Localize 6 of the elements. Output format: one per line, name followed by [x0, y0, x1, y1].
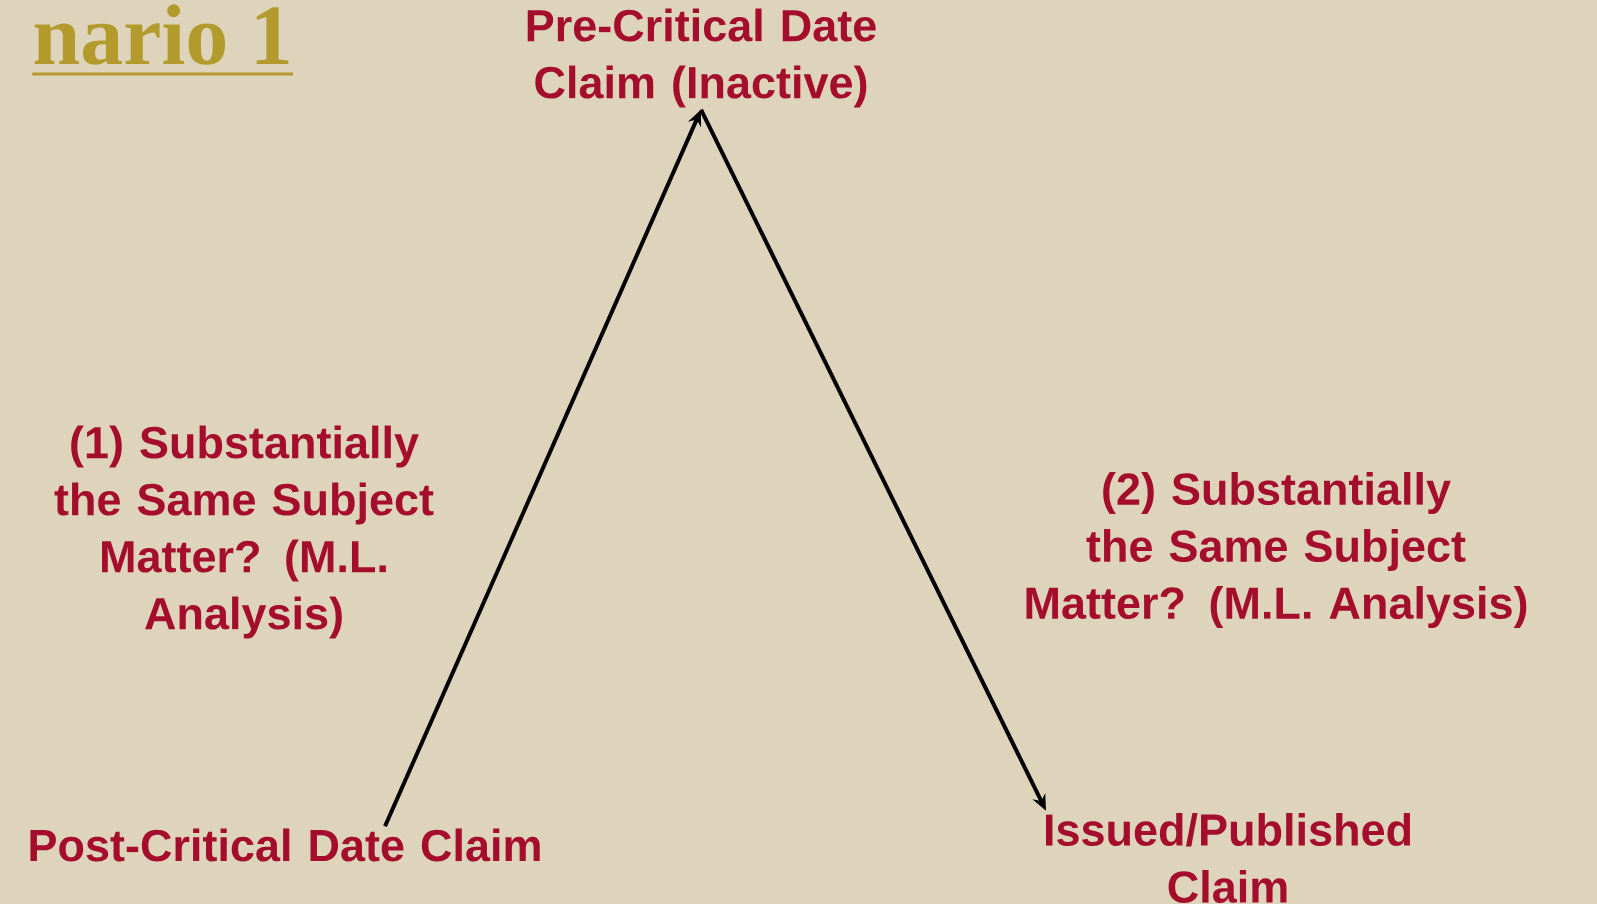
edge-label: (1) Substantially the Same Subject Matter? (M.L. Analysis) — [54, 425, 434, 639]
title: nario 1 — [34, 4, 289, 65]
node-label: Post-Critical Date Claim — [30, 828, 540, 862]
node-label: Pre-Critical Date Claim (Inactive) — [527, 8, 876, 108]
edge-label: (2) Substantially the Same Subject Matter? (M.L. Analysis) — [1026, 472, 1527, 628]
node-label: Issued/Published Claim — [1046, 812, 1411, 903]
